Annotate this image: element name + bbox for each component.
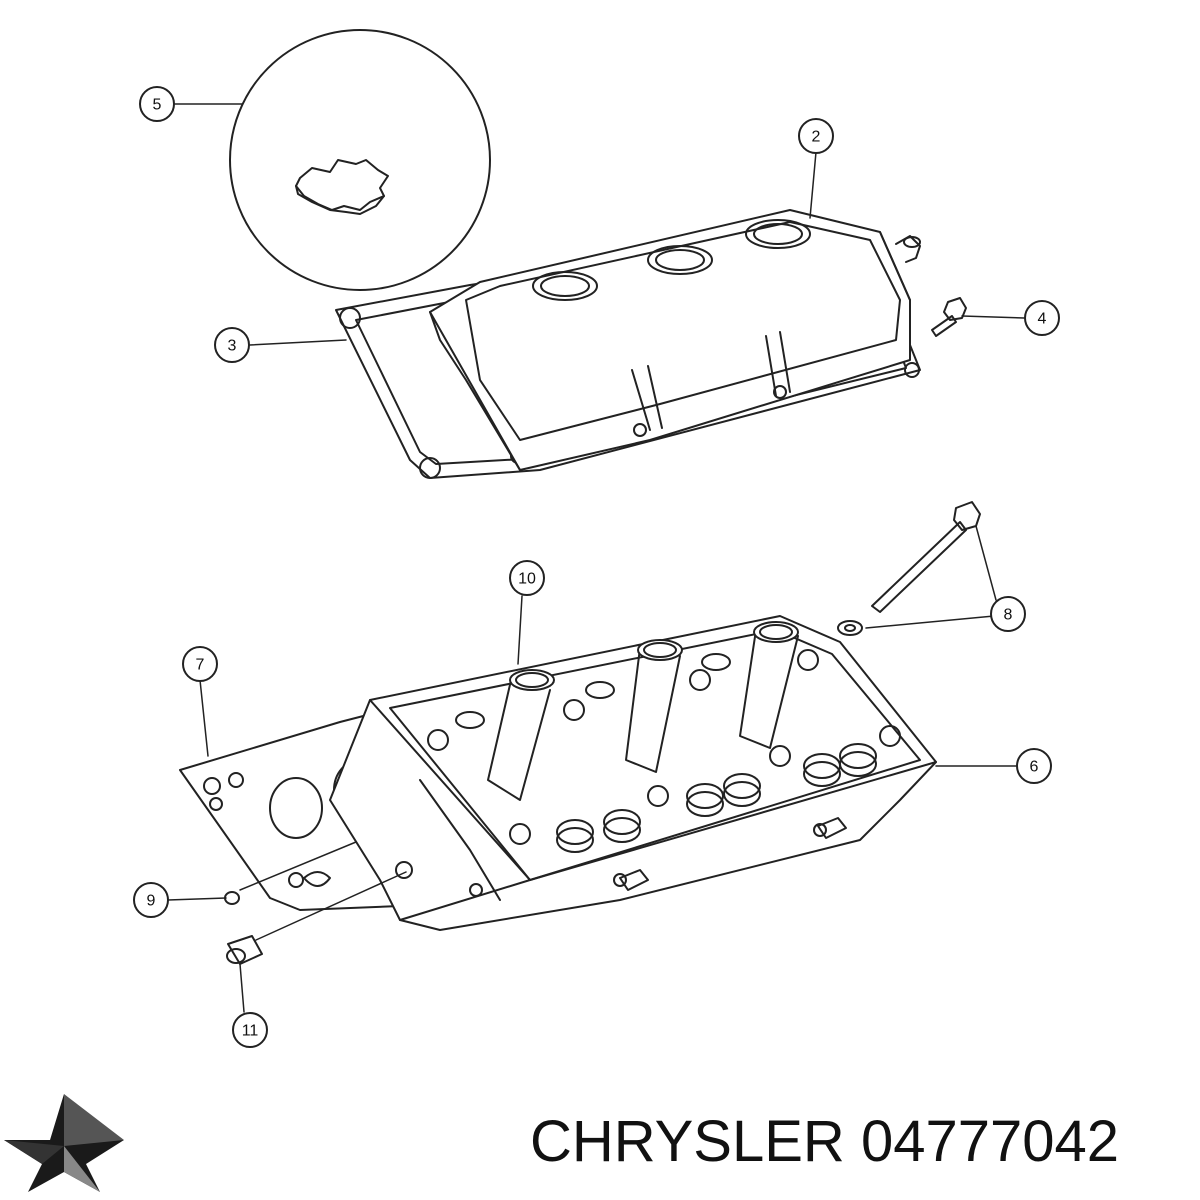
callout-3-label: 3 <box>228 338 237 355</box>
callout-10-label: 10 <box>518 571 536 588</box>
expansion-plug <box>224 891 240 905</box>
callout-2-label: 2 <box>812 129 821 146</box>
callout-11 <box>232 1012 268 1048</box>
callout-9 <box>133 882 169 918</box>
chrysler-pentastar-logo <box>4 1094 124 1192</box>
cover-bolt <box>931 297 967 337</box>
leader-lines <box>167 103 1025 1013</box>
callout-5 <box>139 86 175 122</box>
callout-11-label: 11 <box>242 1023 259 1040</box>
brand-name: CHRYSLER <box>530 1109 845 1174</box>
callout-3 <box>214 327 250 363</box>
callout-9-label: 9 <box>147 893 156 910</box>
callout-6-label: 6 <box>1030 759 1039 776</box>
part-number: 04777042 <box>860 1109 1119 1174</box>
callout-7-label: 7 <box>196 657 205 674</box>
valve-cover <box>429 209 921 471</box>
callout-5-label: 5 <box>153 97 162 114</box>
callout-10 <box>509 560 545 596</box>
callout-4 <box>1024 300 1060 336</box>
callout-8 <box>990 596 1026 632</box>
cylinder-head <box>329 615 937 931</box>
callout-8-label: 8 <box>1004 607 1013 624</box>
callout-7 <box>182 646 218 682</box>
head-bolt <box>837 501 981 636</box>
part-caption: CHRYSLER 04777042 <box>530 1108 1119 1175</box>
callout-2 <box>798 118 834 154</box>
oil-cap-detail <box>229 29 491 291</box>
callout-6 <box>1016 748 1052 784</box>
pipe-plug <box>226 935 263 965</box>
callout-4-label: 4 <box>1038 311 1047 328</box>
